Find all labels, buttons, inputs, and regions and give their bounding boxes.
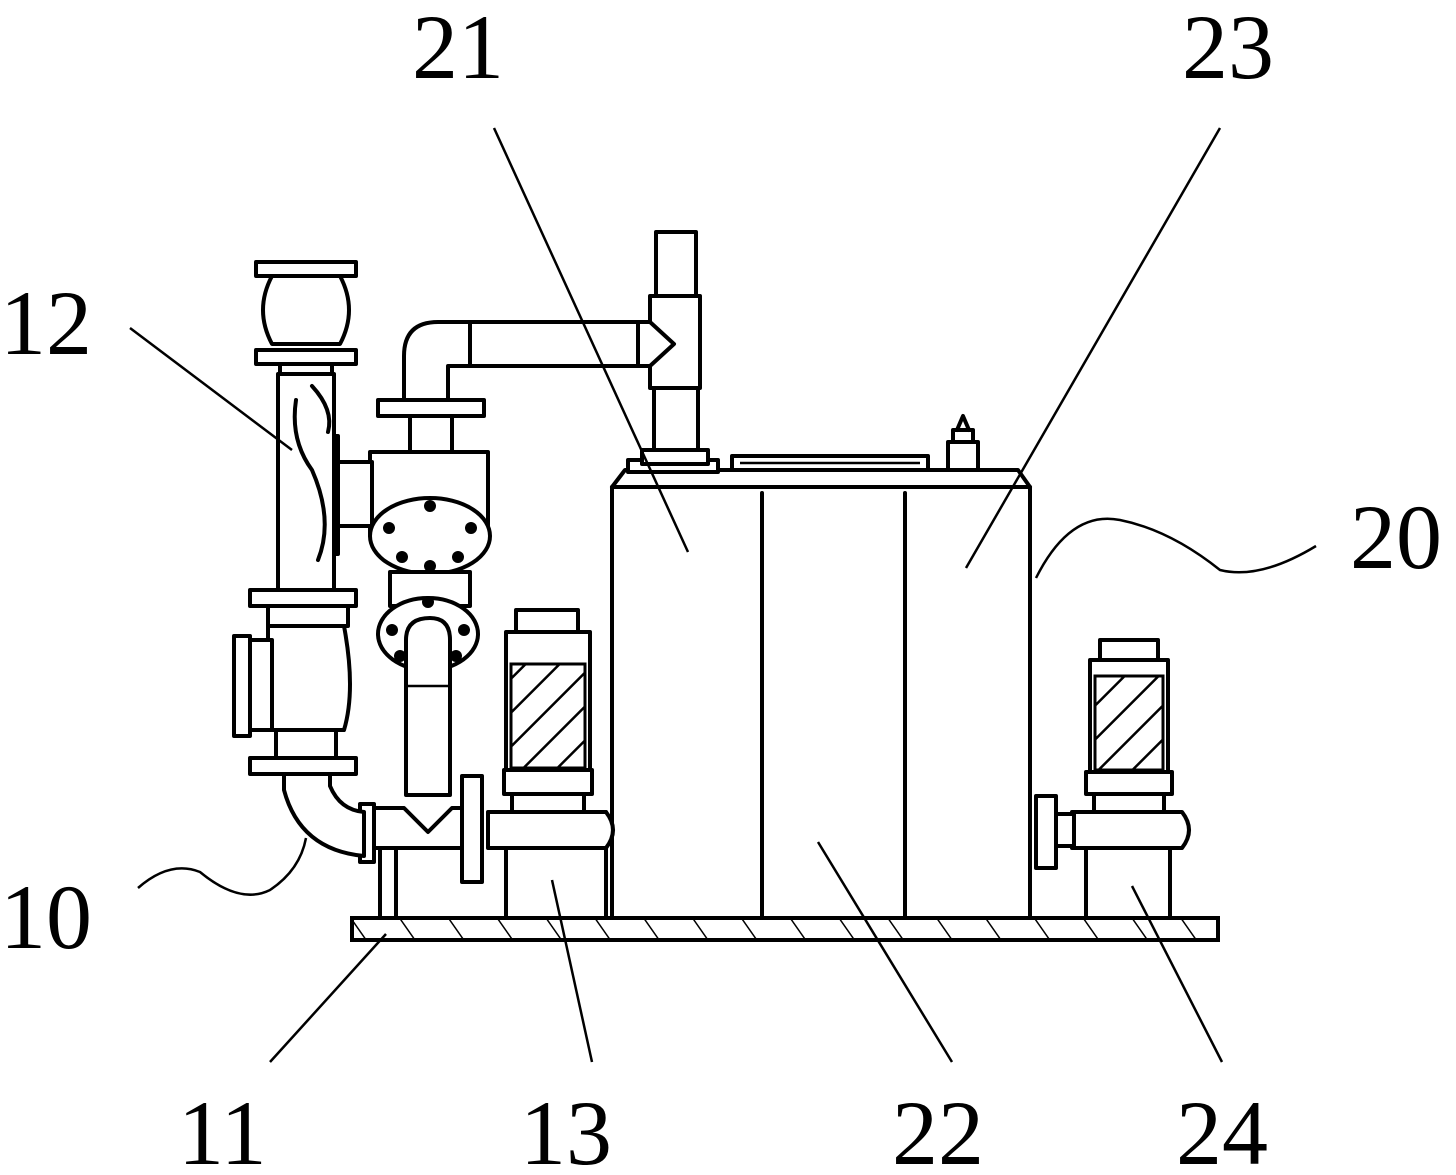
leader-24 <box>1130 885 1224 1063</box>
label-21: 21 <box>412 0 504 98</box>
label-24: 24 <box>1176 1082 1268 1175</box>
label-23: 23 <box>1182 0 1274 98</box>
leader-12 <box>129 327 293 451</box>
leader-10 <box>137 837 308 896</box>
leader-23 <box>964 127 1222 569</box>
label-22: 22 <box>892 1082 984 1175</box>
discharge-down-pipe <box>358 616 484 920</box>
label-13: 13 <box>520 1082 612 1175</box>
leader-lines <box>129 127 1317 1063</box>
leader-21 <box>492 127 690 553</box>
leader-11 <box>269 933 387 1063</box>
label-20: 20 <box>1350 486 1442 588</box>
label-12: 12 <box>0 272 92 374</box>
label-10: 10 <box>0 866 92 968</box>
water-tank <box>610 414 1032 920</box>
label-11: 11 <box>178 1082 267 1175</box>
left-valve-column <box>232 260 366 858</box>
leader-20 <box>1034 517 1317 579</box>
base-plate <box>350 916 1220 942</box>
leader-22 <box>816 841 954 1063</box>
right-pump <box>1034 638 1191 920</box>
leader-13 <box>550 879 594 1063</box>
top-connecting-pipe <box>376 320 676 418</box>
left-pump <box>486 608 615 920</box>
